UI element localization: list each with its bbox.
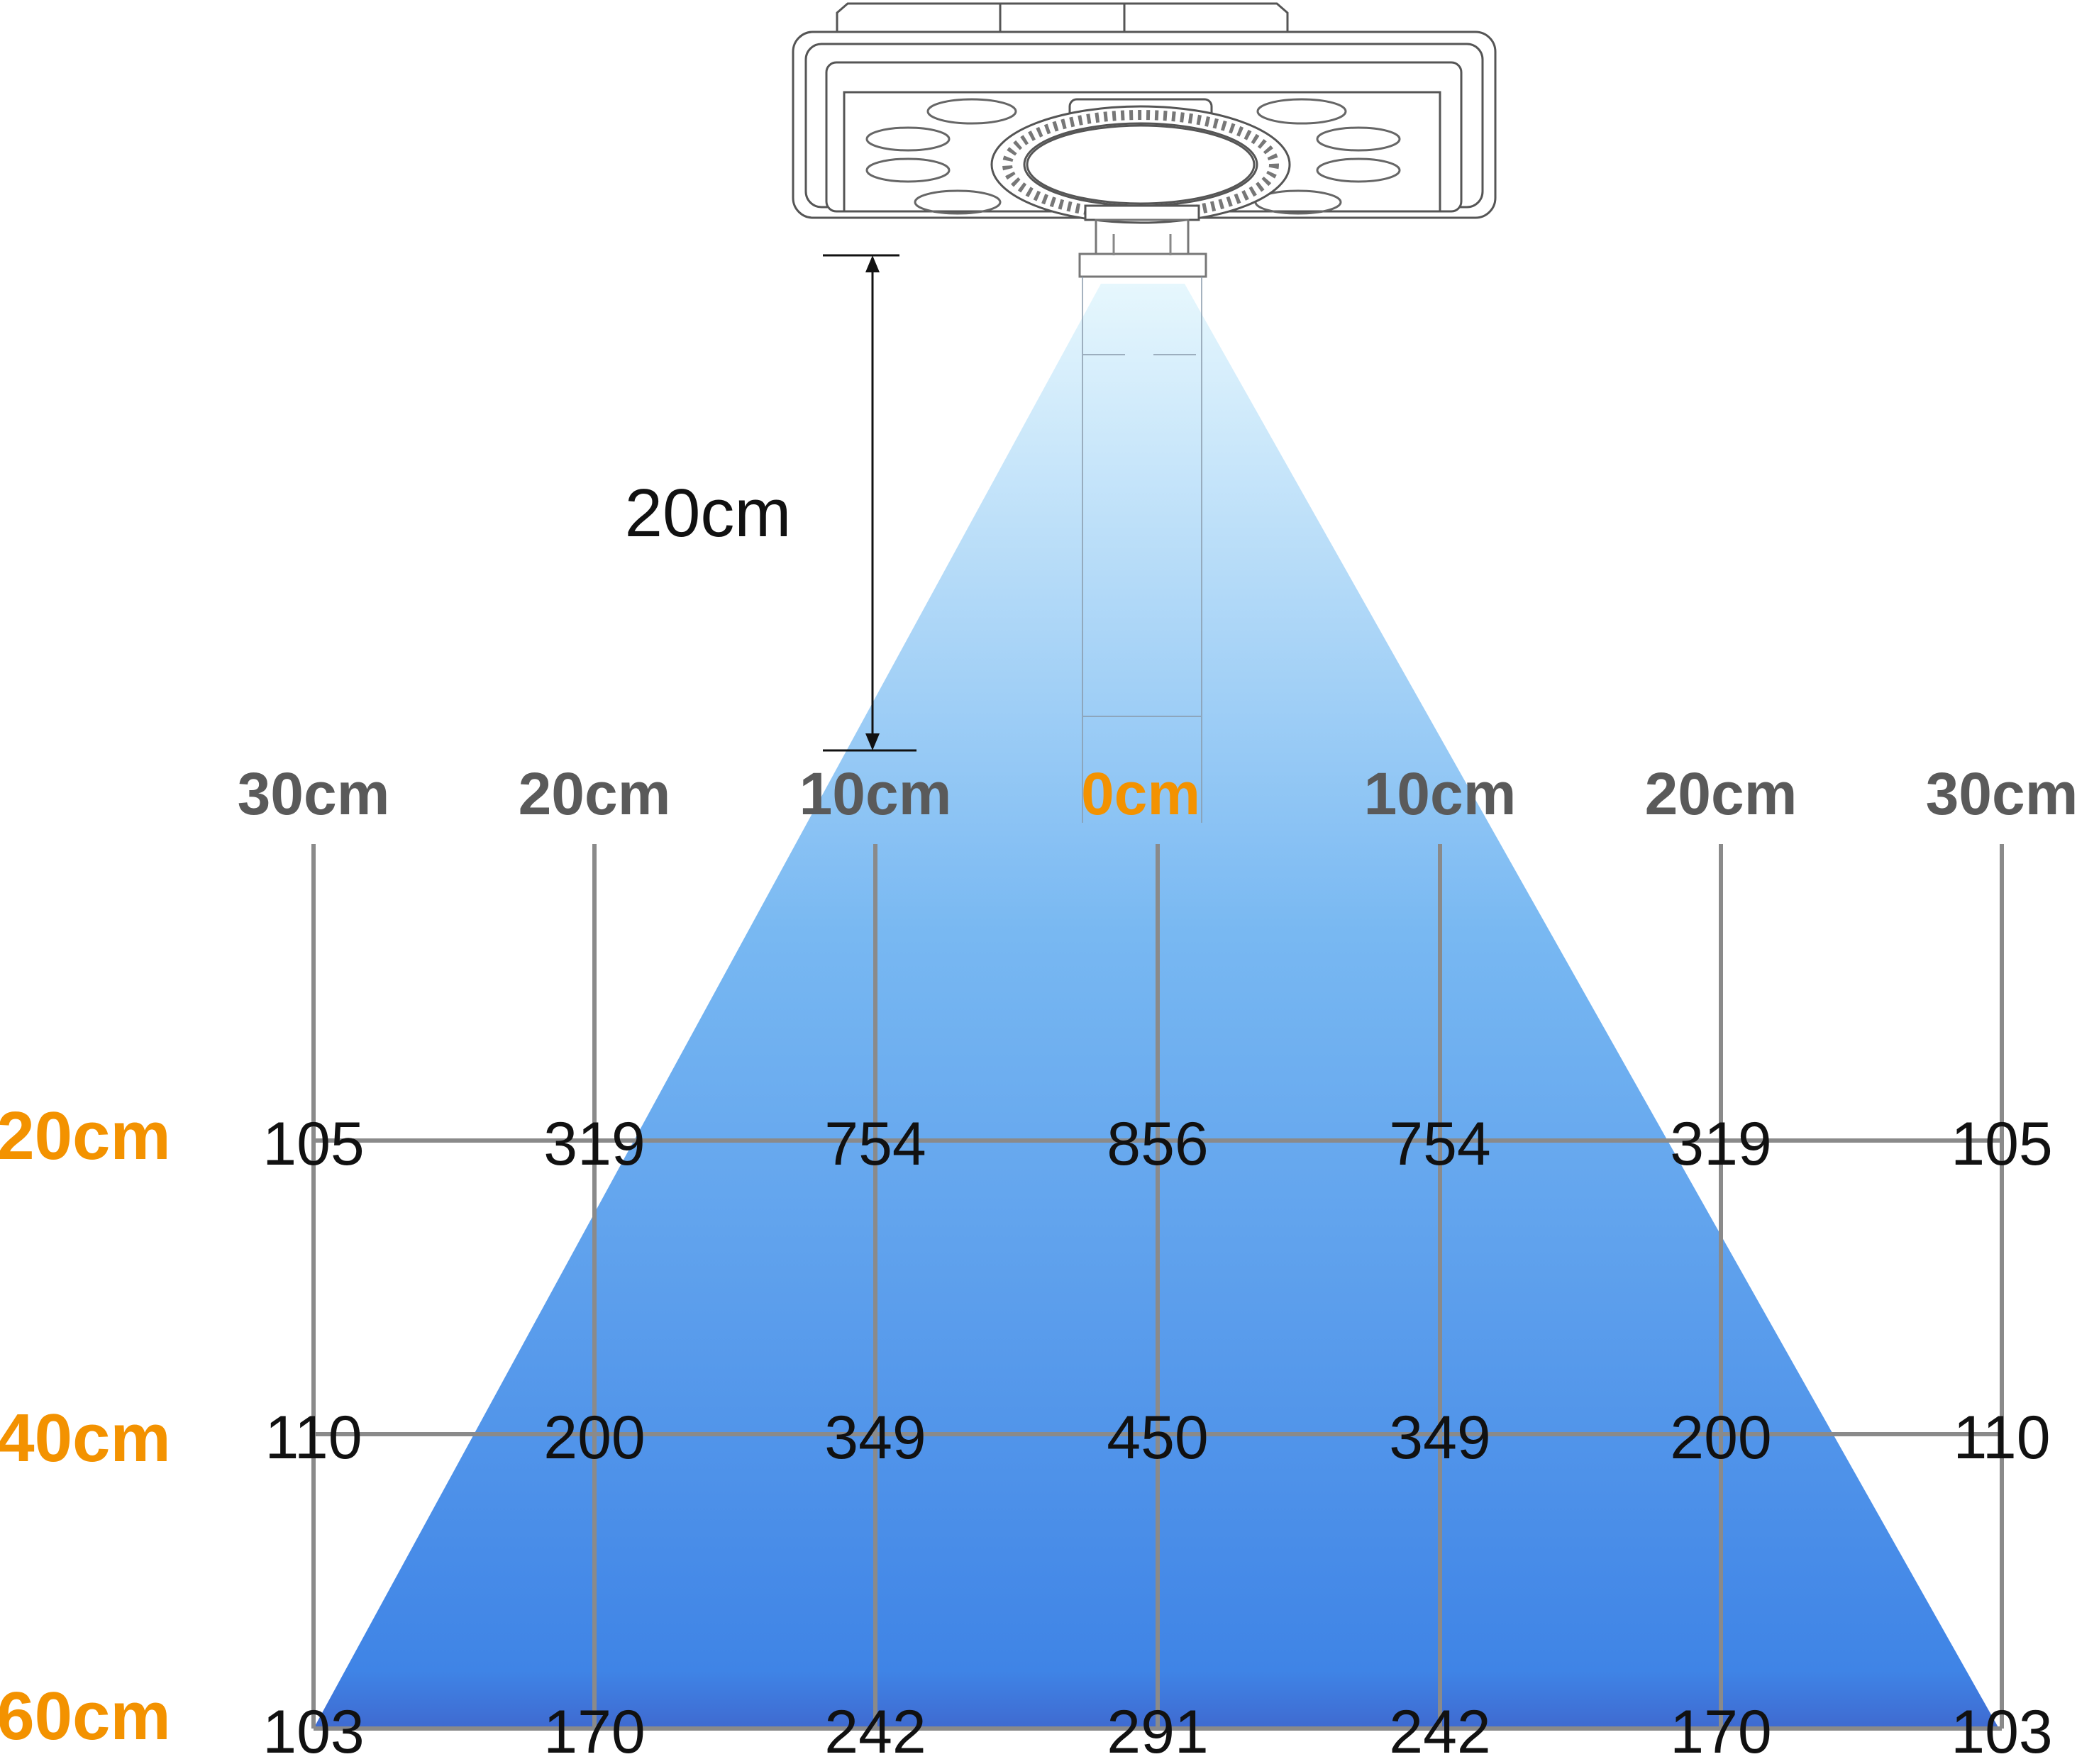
led-lens-group xyxy=(865,98,1401,215)
intensity-value: 450 xyxy=(1107,1404,1209,1472)
intensity-value: 103 xyxy=(262,1698,365,1764)
intensity-value: 242 xyxy=(1389,1698,1491,1764)
intensity-value: 170 xyxy=(543,1698,646,1764)
intensity-value: 170 xyxy=(1670,1698,1772,1764)
column-label: 10cm xyxy=(799,760,952,827)
intensity-value: 349 xyxy=(1389,1404,1491,1472)
column-label: 10cm xyxy=(1364,760,1517,827)
column-label-center: 0cm xyxy=(1081,760,1200,827)
cooling-fan xyxy=(990,105,1291,224)
intensity-value: 200 xyxy=(1670,1404,1772,1472)
height-dimension-label: 20cm xyxy=(625,475,792,551)
column-label: 20cm xyxy=(1645,760,1798,827)
intensity-value: 856 xyxy=(1107,1110,1209,1178)
lamp-fixture xyxy=(792,2,1497,278)
intensity-values: 105 319 754 856 754 319 105 110 200 349 450 349 200 1… xyxy=(262,1110,2053,1764)
row-label: 60cm xyxy=(0,1678,171,1754)
row-label: 40cm xyxy=(0,1400,171,1476)
intensity-value: 110 xyxy=(1953,1404,2050,1472)
intensity-value: 105 xyxy=(1951,1110,2053,1178)
intensity-value: 349 xyxy=(824,1404,926,1472)
measurement-grid xyxy=(311,844,2004,1731)
column-label: 30cm xyxy=(1926,760,2077,827)
intensity-value: 319 xyxy=(1670,1110,1772,1178)
row-label: 20cm xyxy=(0,1098,171,1174)
intensity-value: 105 xyxy=(262,1110,365,1178)
intensity-value: 291 xyxy=(1107,1698,1209,1764)
column-label: 20cm xyxy=(519,760,671,827)
mount-rod xyxy=(1082,277,1202,823)
intensity-value: 754 xyxy=(1389,1110,1491,1178)
vertical-distance-labels: 20cm 40cm 60cm xyxy=(0,1098,171,1754)
intensity-value: 242 xyxy=(824,1698,926,1764)
intensity-value: 319 xyxy=(543,1110,646,1178)
column-label: 30cm xyxy=(238,760,390,827)
height-dimension xyxy=(823,254,916,752)
intensity-value: 200 xyxy=(543,1404,646,1472)
intensity-value: 103 xyxy=(1951,1698,2053,1764)
intensity-value: 754 xyxy=(824,1110,926,1178)
intensity-value: 110 xyxy=(265,1404,362,1472)
horizontal-distance-labels: 30cm 20cm 10cm 0cm 10cm 20cm 30cm xyxy=(238,760,2077,827)
